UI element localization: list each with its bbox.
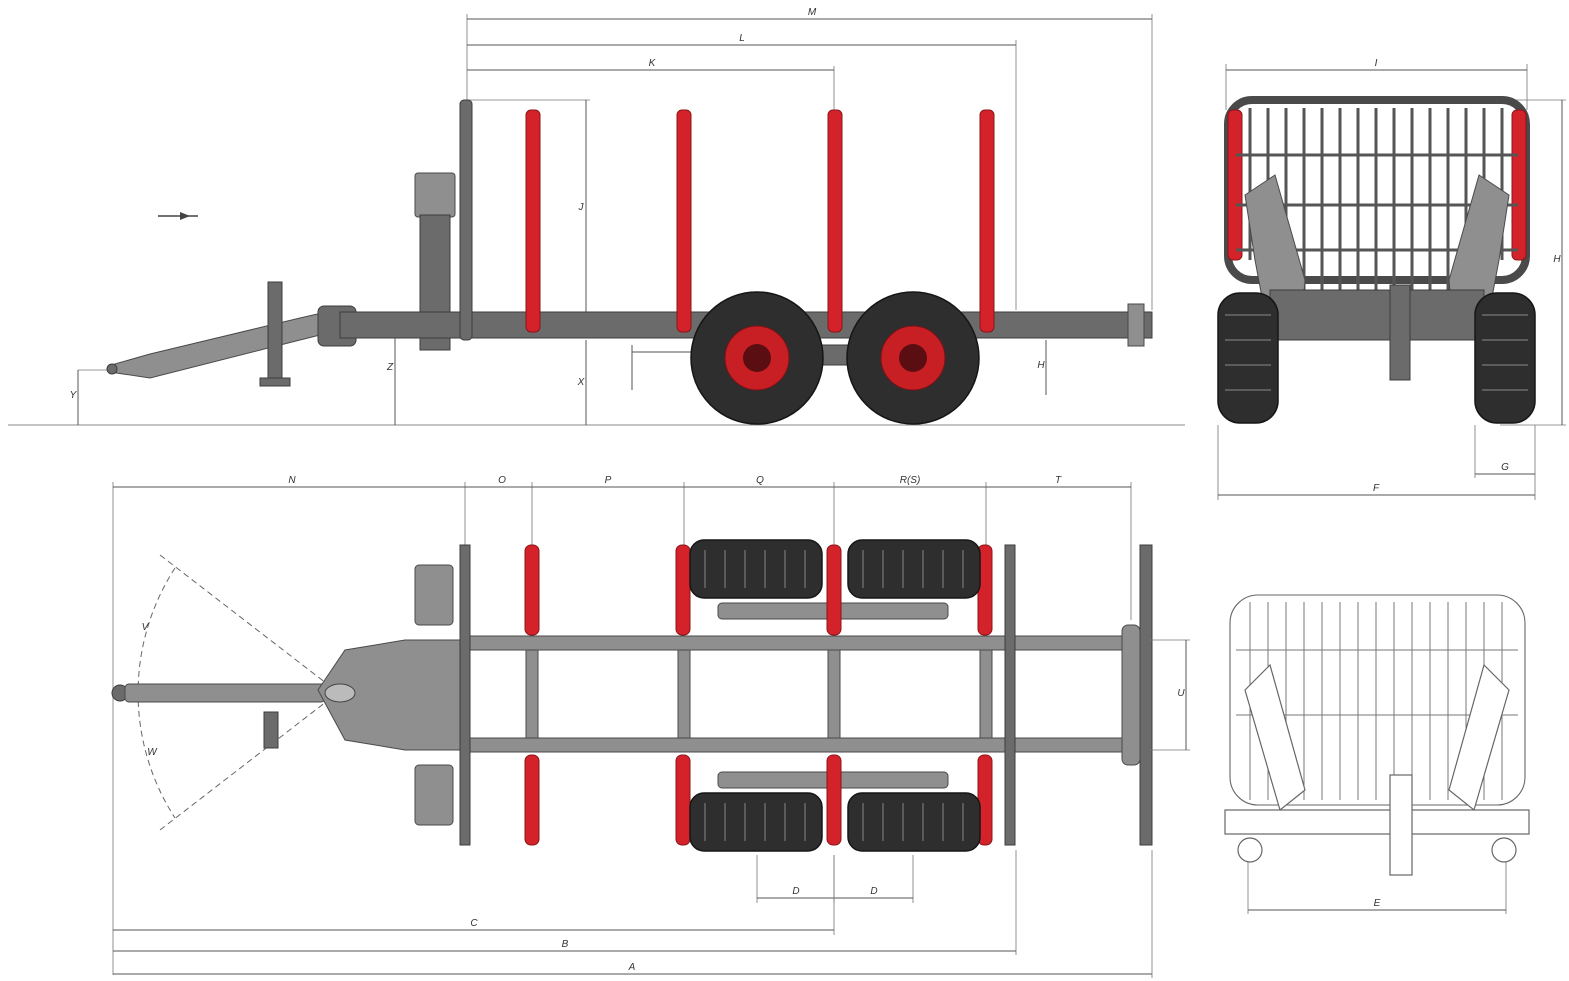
- dimension-e: E: [1247, 862, 1507, 914]
- dimension-b: B: [113, 850, 1017, 955]
- label-f: F: [1373, 483, 1380, 494]
- label-g-front: G: [1501, 462, 1509, 473]
- dimension-x: X: [577, 340, 587, 425]
- dimension-h-side: H: [1037, 340, 1047, 395]
- label-u: U: [1177, 688, 1185, 699]
- label-v: V: [142, 622, 150, 633]
- direction-arrow-icon: [158, 212, 198, 220]
- side-stakes: [525, 109, 995, 333]
- label-l: L: [739, 33, 745, 44]
- label-q: Q: [756, 475, 764, 486]
- side-wheel-front: [690, 291, 824, 425]
- label-z: Z: [386, 362, 394, 373]
- dimension-k: K: [467, 58, 835, 110]
- dimension-i: I: [1225, 58, 1528, 110]
- plan-stakes: [524, 544, 993, 846]
- front-tire-right: [1474, 292, 1536, 424]
- label-x: X: [577, 377, 585, 388]
- front-view: I H: [1217, 58, 1566, 500]
- label-i: I: [1375, 58, 1378, 69]
- label-d1: D: [792, 886, 799, 897]
- label-o: O: [498, 475, 506, 486]
- label-t: T: [1055, 475, 1062, 486]
- label-a: A: [628, 962, 636, 973]
- label-p: P: [605, 475, 612, 486]
- label-c: C: [470, 918, 478, 929]
- label-m: M: [808, 7, 817, 18]
- side-wheel-rear: [846, 291, 980, 425]
- dimension-g-front: G: [1474, 425, 1536, 500]
- label-n: N: [288, 475, 296, 486]
- label-w: W: [147, 747, 158, 758]
- dimension-m: M: [466, 7, 1153, 310]
- dimension-j: J: [467, 99, 590, 312]
- label-k: K: [649, 58, 657, 69]
- plan-frame-rails: [459, 544, 1153, 846]
- label-y: Y: [70, 390, 78, 401]
- front-tire-left: [1217, 292, 1279, 424]
- dimension-g-plan: U: [1150, 639, 1190, 751]
- plan-tires: [689, 539, 981, 852]
- label-h-side: H: [1037, 360, 1045, 371]
- dimension-f: F: [1217, 425, 1535, 500]
- plan-top-chain: N O P Q R(S) T: [112, 475, 1132, 975]
- label-b: B: [562, 939, 569, 950]
- label-d2: D: [870, 886, 877, 897]
- side-drawbar: [106, 281, 357, 387]
- label-e: E: [1374, 898, 1381, 909]
- label-h-front: H: [1553, 254, 1561, 265]
- label-j: J: [578, 202, 585, 213]
- plan-view: N O P Q R(S) T V W: [111, 475, 1190, 978]
- dimension-l: L: [467, 33, 1017, 310]
- dimension-c: C: [113, 855, 835, 935]
- dimension-d: D D: [756, 855, 914, 903]
- label-rs: R(S): [900, 475, 921, 486]
- dimension-a: A: [113, 850, 1153, 978]
- plan-drawbar: [111, 639, 471, 751]
- dimension-y: Y: [70, 369, 145, 425]
- rear-view: E: [1224, 594, 1530, 914]
- side-view: M L K J X Z Y: [8, 7, 1185, 426]
